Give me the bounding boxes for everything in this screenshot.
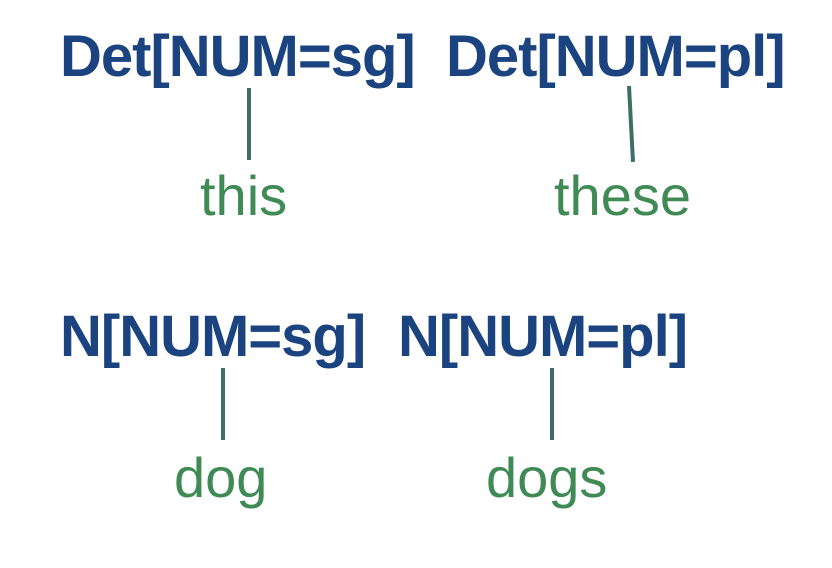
category-node: N[NUM=pl]: [398, 304, 688, 369]
branch-line: [221, 368, 225, 440]
word-leaf: these: [554, 164, 691, 227]
category-node: Det[NUM=sg]: [60, 24, 416, 89]
category-node: N[NUM=sg]: [60, 304, 366, 369]
branch-line: [247, 88, 251, 160]
branch-line: [627, 85, 635, 163]
category-node: Det[NUM=pl]: [446, 24, 786, 89]
word-leaf: dogs: [486, 446, 608, 509]
branch-line: [550, 368, 554, 440]
word-leaf: this: [200, 164, 288, 227]
word-leaf: dog: [174, 446, 268, 509]
